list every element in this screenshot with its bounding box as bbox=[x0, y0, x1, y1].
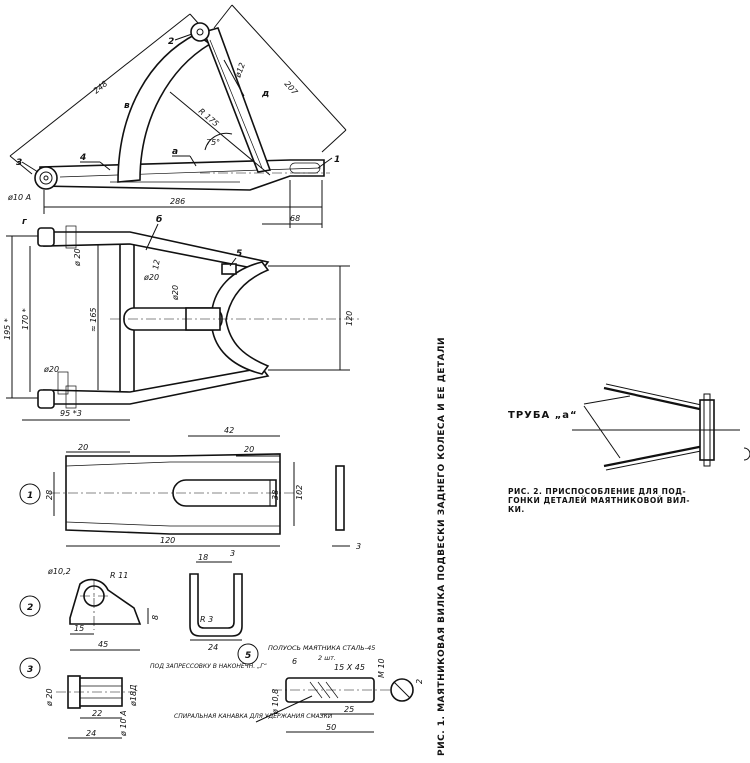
dim-2: 2 bbox=[415, 679, 424, 684]
dim-d20-bushing: ø 20 bbox=[45, 688, 54, 707]
part-5-number: 5 bbox=[245, 651, 251, 661]
dim-3-thickness: 3 bbox=[356, 542, 361, 551]
dim-38: 38 bbox=[271, 490, 280, 500]
dim-d20-axle: ø20 bbox=[171, 285, 180, 301]
dim-248: 248 bbox=[92, 79, 110, 96]
dim-18: 18 bbox=[198, 553, 208, 562]
dim-24-bracket: 24 bbox=[208, 643, 218, 652]
dim-24-bushing: 24 bbox=[86, 729, 96, 738]
fig2-fixture-drawing: ТРУБА „а“ РИС. 2. ПРИСПОСОБЛЕНИЕ ДЛЯ ПОД… bbox=[508, 383, 750, 514]
dim-68: 68 bbox=[290, 214, 300, 223]
dim-170: 170 * bbox=[21, 308, 30, 330]
dim-20-right: 20 bbox=[244, 445, 254, 454]
dim-d20-mid: ø20 bbox=[143, 273, 159, 282]
part-5-title: ПОЛУОСЬ МАЯТНИКА СТАЛЬ-45 bbox=[268, 644, 375, 652]
fig2-tube-label: ТРУБА „а“ bbox=[508, 410, 578, 421]
dim-m10: М 10 bbox=[377, 658, 386, 678]
dim-102: 102 bbox=[295, 485, 304, 500]
note-press-fit: ПОД ЗАПРЕССОВКУ В НАКОНЕЧН. „Г“ bbox=[150, 663, 268, 670]
dim-r11: R 11 bbox=[110, 571, 128, 580]
part-5-qty: 2 шт. bbox=[318, 654, 336, 662]
part-3-bushing: 3 ø 20 ø18Д ø 10 А 22 24 ПОД ЗАПРЕССОВКУ… bbox=[19, 657, 268, 739]
fig2-caption-line1: РИС. 2. ПРИСПОСОБЛЕНИЕ ДЛЯ ПОД- bbox=[508, 487, 686, 496]
dim-22: 22 bbox=[92, 709, 102, 718]
dim-d18d: ø18Д bbox=[129, 685, 138, 707]
dim-207: 207 bbox=[283, 79, 301, 97]
dim-286: 286 bbox=[170, 197, 185, 206]
dim-28: 28 bbox=[45, 490, 54, 500]
fig1-caption: РИС. 1. МАЯТНИКОВАЯ ВИЛКА ПОДВЕСКИ ЗАДНЕ… bbox=[437, 337, 447, 756]
dim-d10-8: ø 10,8 bbox=[271, 689, 280, 715]
label-g: г bbox=[22, 217, 27, 227]
part-1-number: 1 bbox=[27, 491, 33, 501]
fig2-caption-line3: КИ. bbox=[508, 505, 525, 514]
part-2-number: 2 bbox=[27, 603, 33, 613]
label-b: б bbox=[156, 214, 162, 225]
dim-42: 42 bbox=[224, 426, 234, 435]
label-a: а bbox=[172, 147, 178, 157]
part-3-number: 3 bbox=[27, 665, 33, 675]
dim-20-left: 20 bbox=[78, 443, 88, 452]
dim-50: 50 bbox=[326, 723, 336, 732]
dim-12: 12 bbox=[151, 259, 162, 271]
label-1: 1 bbox=[334, 155, 340, 165]
dim-195: 195 * bbox=[3, 318, 12, 340]
dim-d10-2: ø10,2 bbox=[47, 567, 71, 576]
label-4: 4 bbox=[79, 153, 86, 163]
dim-3-wall: 3 bbox=[230, 549, 235, 558]
label-v: в bbox=[124, 101, 130, 111]
dim-120: 120 bbox=[345, 311, 354, 326]
dim-d10a-bushing: ø 10 А bbox=[119, 710, 128, 737]
note-spiral-groove: СПИРАЛЬНАЯ КАНАВКА ДЛЯ УДЕРЖАНИЯ СМАЗКИ bbox=[174, 713, 333, 720]
label-5: 5 bbox=[236, 249, 242, 259]
dim-d12: ø12 bbox=[233, 61, 247, 79]
part-1-plate: 1 42 20 20 28 38 102 120 3 bbox=[19, 426, 361, 551]
fork-plan-view: 195 * 170 * ≈ 165 5 120 ø 20 12 bbox=[3, 214, 360, 421]
dim-45: 45 bbox=[98, 640, 108, 649]
dim-165: ≈ 165 bbox=[89, 307, 98, 332]
dim-120-length: 120 bbox=[160, 536, 175, 545]
dim-15: 15 bbox=[74, 624, 84, 633]
fig2-caption-line2: ГОНКИ ДЕТАЛЕЙ МАЯТНИКОВОЙ ВИЛ- bbox=[508, 496, 690, 505]
dim-6: 6 bbox=[292, 657, 297, 666]
label-3: 3 bbox=[16, 158, 22, 168]
dim-d20-top: ø 20 bbox=[73, 248, 82, 267]
dim-15x45: 15 X 45 bbox=[334, 663, 365, 672]
fork-side-view: 248 207 R 175 75° ø12 1 2 bbox=[7, 4, 347, 228]
part-2-bracket: 2 ø10,2 R 11 8 15 45 18 3 R 3 24 bbox=[19, 549, 243, 652]
dim-d10a: ø10 А bbox=[7, 193, 31, 202]
dim-8: 8 bbox=[151, 615, 160, 620]
dim-angle-75: 75° bbox=[206, 138, 220, 147]
dim-d20-bottom: ø20 bbox=[43, 365, 59, 374]
part-5-axle: 5 ПОЛУОСЬ МАЯТНИКА СТАЛЬ-45 2 шт. 6 15 X… bbox=[174, 643, 424, 733]
label-2: 2 bbox=[168, 37, 174, 47]
label-d: д bbox=[261, 89, 269, 99]
dim-r3: R 3 bbox=[200, 615, 213, 624]
dim-95: 95 *3 bbox=[60, 409, 82, 418]
dim-25: 25 bbox=[344, 705, 354, 714]
